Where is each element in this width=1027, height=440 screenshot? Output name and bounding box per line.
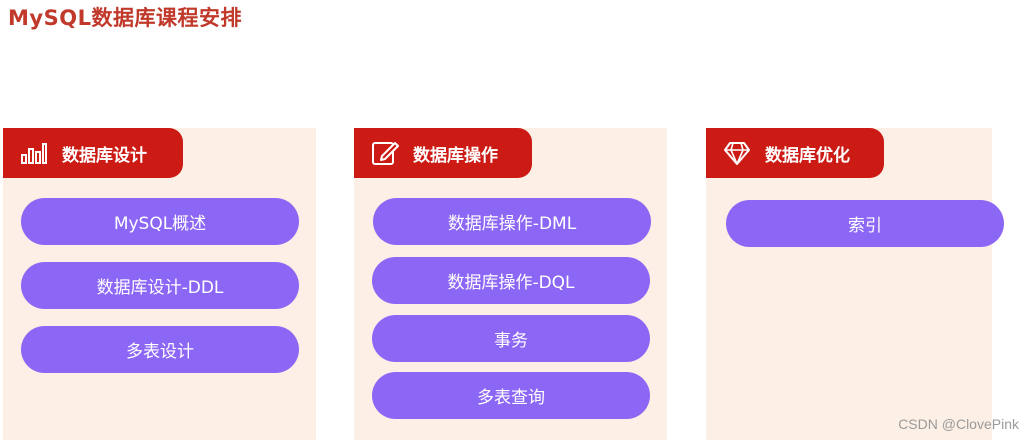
edit-icon [370,138,400,168]
card-database-operations: 数据库操作 数据库操作-DML 数据库操作-DQL 事务 多表查询 [354,128,667,440]
course-item-multi-table-query[interactable]: 多表查询 [372,372,650,419]
card-header: 数据库设计 [3,128,183,178]
page-title: MySQL数据库课程安排 [8,6,242,30]
card-header: 数据库操作 [354,128,532,178]
card-header: 数据库优化 [706,128,884,178]
watermark: CSDN @ClovePink [898,416,1019,432]
bar-chart-icon [19,138,49,168]
course-item-dml[interactable]: 数据库操作-DML [373,198,651,245]
card-title: 数据库优化 [765,145,850,166]
card-title: 数据库设计 [62,145,147,166]
card-database-optimization: 数据库优化 索引 [706,128,1004,440]
course-item-ddl[interactable]: 数据库设计-DDL [21,262,299,309]
course-item-dql[interactable]: 数据库操作-DQL [372,257,650,304]
course-item-mysql-overview[interactable]: MySQL概述 [21,198,299,245]
course-item-multi-table-design[interactable]: 多表设计 [21,326,299,373]
card-title: 数据库操作 [413,145,498,166]
card-database-design: 数据库设计 MySQL概述 数据库设计-DDL 多表设计 [3,128,316,440]
course-item-index[interactable]: 索引 [726,200,1004,247]
diamond-icon [722,138,752,168]
course-item-transaction[interactable]: 事务 [372,315,650,362]
